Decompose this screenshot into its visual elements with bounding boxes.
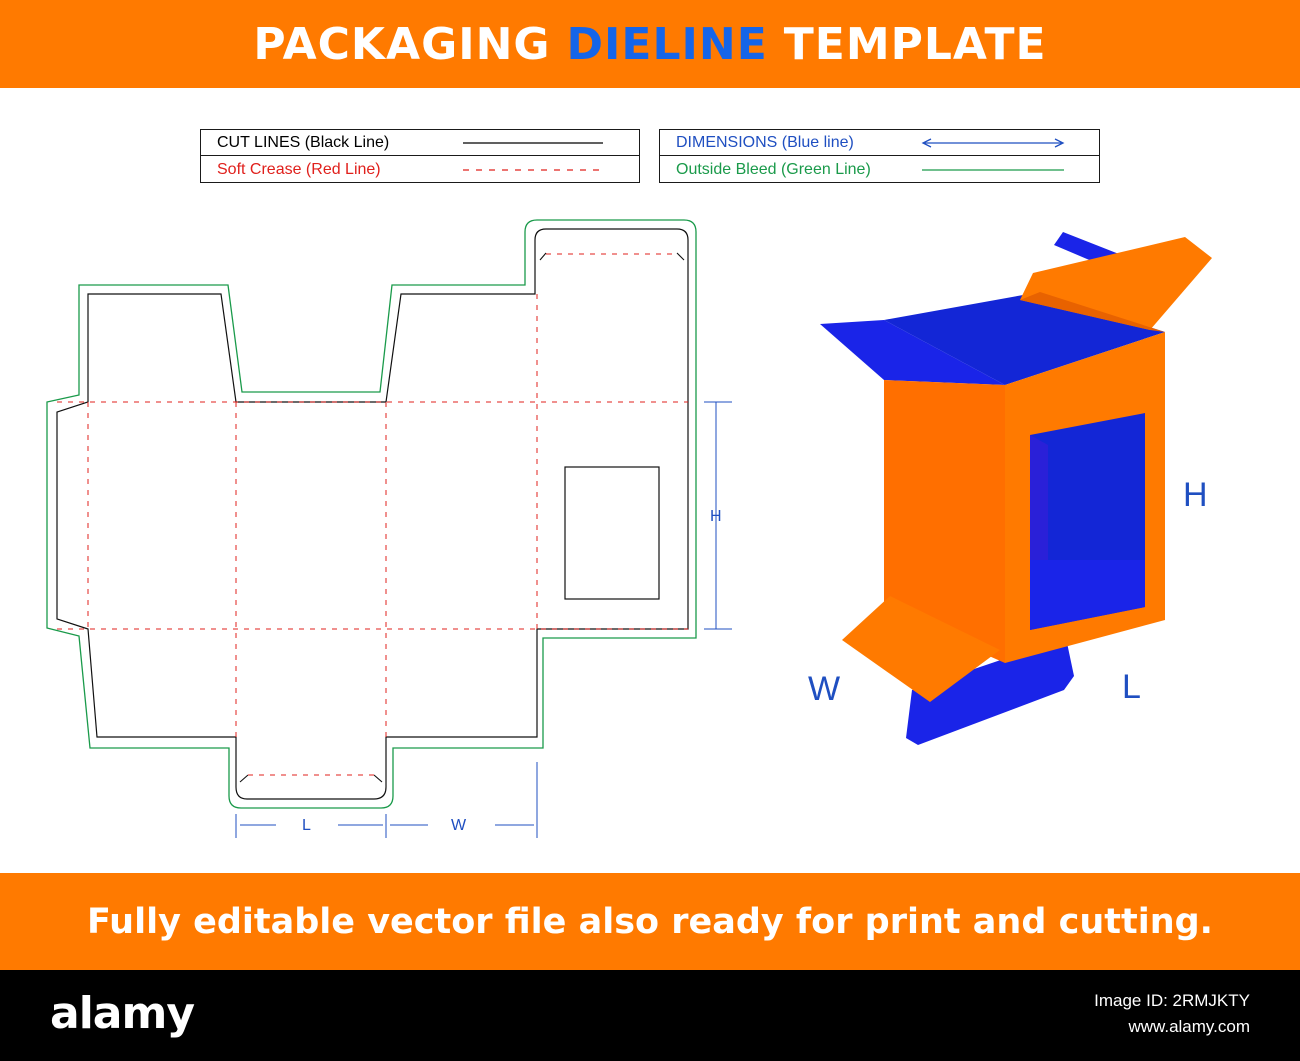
window-cutout xyxy=(564,466,660,600)
legend-row-crease: Soft Crease (Red Line) xyxy=(201,157,639,183)
top-flap-right-shade xyxy=(1020,292,1165,332)
tuck-slit-bottom xyxy=(239,774,383,783)
legend-label-cut: CUT LINES (Black Line) xyxy=(217,133,390,151)
footer-tagline: Fully editable vector file also ready fo… xyxy=(87,901,1213,942)
image-id-text: Image ID: 2RMJKTY xyxy=(1094,991,1250,1010)
footer-banner: Fully editable vector file also ready fo… xyxy=(0,873,1300,970)
box-face-left xyxy=(884,380,1005,663)
crease-line-sample xyxy=(463,169,603,171)
top-flap-left xyxy=(820,320,1005,385)
legend-row-cut: CUT LINES (Black Line) xyxy=(201,130,639,156)
box-label-l: L xyxy=(1122,668,1141,706)
bleed-line-sample xyxy=(922,169,1064,171)
legend-label-dimensions: DIMENSIONS (Blue line) xyxy=(676,133,854,151)
tuck-slit-top xyxy=(539,252,685,261)
legend-row-bleed: Outside Bleed (Green Line) xyxy=(660,157,1099,183)
cut-outline xyxy=(56,228,689,800)
bottom-flap-orange xyxy=(842,596,1000,702)
credit-bar: alamy Image ID: 2RMJKTY www.alamy.com xyxy=(0,970,1300,1061)
legend-left: CUT LINES (Black Line) Soft Crease (Red … xyxy=(200,129,640,183)
title-accent: DIELINE xyxy=(566,18,768,70)
dieline-label-l: L xyxy=(302,817,311,834)
box-label-h: H xyxy=(1183,476,1208,514)
dieline-label-h: H xyxy=(710,508,722,525)
legend-row-dimensions: DIMENSIONS (Blue line) xyxy=(660,130,1099,156)
dieline-drawing xyxy=(46,219,732,838)
dimension-lines xyxy=(235,401,732,838)
dieline-label-w: W xyxy=(451,817,467,834)
legend-label-crease: Soft Crease (Red Line) xyxy=(217,161,381,178)
title-part-1: PACKAGING xyxy=(253,18,551,70)
header-banner: PACKAGING DIELINE TEMPLATE xyxy=(0,0,1300,88)
window-inner-floor xyxy=(1030,560,1145,630)
legend-label-bleed: Outside Bleed (Green Line) xyxy=(676,161,871,178)
title-part-2: TEMPLATE xyxy=(783,18,1047,70)
image-credit: Image ID: 2RMJKTY www.alamy.com xyxy=(1094,988,1250,1040)
cut-line-sample xyxy=(463,142,603,144)
dimension-arrow-sample xyxy=(921,138,1065,148)
alamy-logo[interactable]: alamy xyxy=(50,988,195,1039)
site-url[interactable]: www.alamy.com xyxy=(1128,1017,1250,1036)
bleed-outline xyxy=(46,219,697,809)
box-3d-illustration xyxy=(820,232,1212,745)
bottom-flap-blue xyxy=(906,638,1074,745)
artwork-canvas xyxy=(46,219,1212,838)
legend-right: DIMENSIONS (Blue line) Outside Bleed (Gr… xyxy=(659,129,1100,183)
window-inner-wall xyxy=(1030,435,1048,560)
crease-lines xyxy=(57,253,688,776)
box-label-w: W xyxy=(808,670,841,708)
